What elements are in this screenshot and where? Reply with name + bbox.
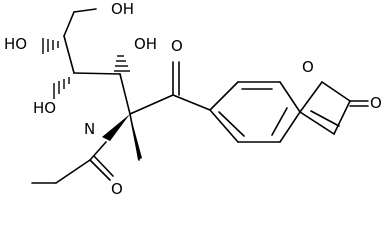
bond [73,8,97,13]
bond [209,81,239,111]
stereo-bonds [42,38,142,160]
bond [299,81,323,113]
atom-label-ho-low: HO [33,99,56,117]
bond [218,111,245,137]
bond [310,110,340,127]
atom-label-o-lactone: O [370,94,382,112]
bond [279,111,301,143]
wedge-bond [102,114,130,141]
bond [209,109,239,143]
bond [55,159,91,184]
wedge-bond [130,114,142,160]
bond [271,107,288,136]
bond [93,155,114,177]
atom-label-n-amide: N [84,120,95,138]
bond [89,141,107,161]
bonds [31,8,369,184]
bond [333,100,351,135]
hash-bond [53,77,70,99]
atom-label-oh-mid: OH [134,35,157,53]
molecule-diagram: OH HO OH HO O N O O O [4,0,382,198]
bond [279,81,301,113]
atom-label-o-ring: O [302,58,314,76]
bond [321,81,351,102]
hash-bond [114,55,130,72]
bond [172,94,211,111]
bond [119,73,131,115]
bond [299,111,335,135]
bond [63,35,75,74]
atom-labels: OH HO OH HO O N O O O [4,0,382,198]
bond [63,11,75,37]
hash-bond [42,38,59,54]
atom-label-o-acetyl: O [111,180,123,198]
atom-label-o-ketone: O [171,37,183,55]
atom-label-oh-top: OH [111,0,134,18]
bond [129,94,174,115]
structure-svg: OH HO OH HO O N O O O [4,0,382,198]
bond [89,159,111,181]
atom-label-ho-left: HO [4,35,27,53]
bond [73,72,121,75]
